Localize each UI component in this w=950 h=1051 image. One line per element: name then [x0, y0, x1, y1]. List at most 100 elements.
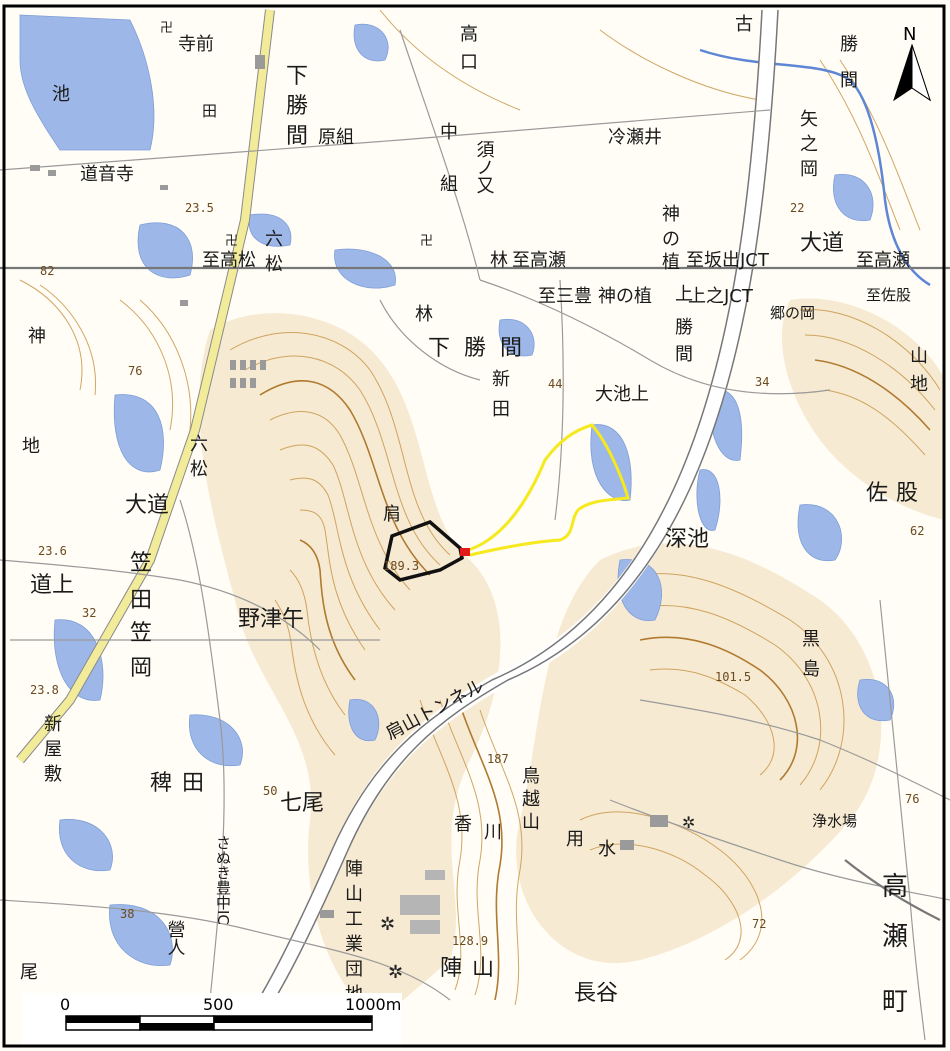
place-kata-1: 肩 [383, 504, 401, 525]
elevation-label: 187 [487, 752, 509, 766]
local-roads [0, 29, 950, 1041]
elevation-label: 23.5 [185, 201, 214, 215]
factory-icon: ✲ [380, 914, 395, 935]
water-treatment-icon: ✲ [682, 813, 695, 832]
place-kami-katsuma-1: 上 [675, 284, 693, 305]
place-den: 田 [202, 102, 217, 120]
place-kami-katsuma-2: 勝 [675, 317, 693, 338]
place-torikoshiyama-2: 越 [522, 789, 540, 810]
place-to-sakaide: 至坂出JCT [686, 250, 770, 271]
place-shinden-1: 新 [492, 369, 510, 390]
scale-segment-black-3 [214, 1016, 372, 1023]
scale-segment-black-2 [140, 1023, 214, 1030]
north-arrow: N [893, 24, 931, 102]
place-chi: 地 [22, 436, 40, 457]
pond-n-4 [248, 213, 292, 247]
pond-large-nw [19, 14, 155, 151]
place-katsuma-ne-1: 勝 [840, 34, 858, 55]
place-torikoshiyama-1: 鳥 [522, 766, 540, 787]
elevation-label: 44 [548, 377, 562, 391]
contour-lines [19, 9, 941, 1006]
place-rokumatsu-2: 松 [265, 254, 283, 275]
temple-icon: 卍 [160, 21, 173, 36]
scale-segment-black-1 [66, 1016, 140, 1023]
place-yamaji-2: 地 [910, 374, 928, 395]
elevation-label: 82 [40, 264, 54, 278]
place-harakumi: 原組 [318, 127, 354, 148]
trailhead-marker [460, 548, 470, 556]
place-kaminoue-2: の [662, 229, 680, 250]
pond-s-1 [348, 698, 380, 742]
place-yanooka-3: 岡 [800, 159, 818, 180]
place-to-takase2: 至高瀬 [856, 250, 910, 271]
scale-bar: 0 500 1000m [22, 993, 402, 1045]
place-nanao: 七尾 [280, 791, 324, 816]
place-gunin: 營人 [165, 920, 186, 956]
pond-e-4 [498, 318, 535, 357]
hiking-route-yellow [461, 423, 630, 557]
place-shinden-2: 田 [492, 399, 510, 420]
place-jinyama-kogyo-2: 山 [345, 884, 363, 905]
place-doonji: 道音寺 [80, 164, 134, 185]
place-torikoshiyama-3: 山 [522, 812, 540, 833]
elevation-label: 23.8 [30, 683, 59, 697]
elevation-label: 50 [263, 784, 277, 798]
place-notsugo: 野津午 [238, 607, 304, 632]
place-shimogoma-2: 勝 [286, 94, 308, 119]
place-o: 尾 [20, 962, 38, 983]
factory-icon: ✲ [388, 962, 403, 983]
place-nagatani: 長谷 [574, 981, 618, 1006]
place-jinyama-kogyo-4: 業 [345, 934, 363, 955]
place-shimogoma-1: 下 [286, 64, 308, 89]
elevation-label: 38 [120, 907, 134, 921]
elevation-label: 128.9 [452, 934, 488, 948]
elevation-labels: 189.3 23.5 76 44 34 22 23.6 32 23.8 50 1… [30, 201, 924, 948]
elevation-label: 72 [752, 917, 766, 931]
elevation-summit: 189.3 [383, 559, 419, 573]
hill-area-west [199, 313, 501, 1020]
place-katsuma-ne-2: 間 [840, 70, 858, 91]
place-naka: 中 [440, 122, 458, 143]
place-rin2: 林 [415, 304, 433, 325]
place-kasada-1: 笠 [130, 551, 152, 576]
place-kumi: 組 [440, 174, 458, 195]
highway-west [16, 9, 274, 763]
place-yanooka-2: 之 [800, 134, 818, 155]
expressway-edge-b [247, 9, 779, 1041]
pond-ne-1 [353, 23, 389, 62]
pond-se-1 [857, 678, 895, 722]
place-kasada-3: 笠 [130, 621, 152, 646]
place-rokumatsu2-2: 松 [190, 459, 208, 480]
place-sashimata: 至佐股 [866, 286, 911, 304]
place-jousuijo: 浄水場 [812, 812, 857, 830]
north-label: N [903, 24, 916, 45]
elevation-label: 62 [910, 524, 924, 538]
map-border [2, 4, 946, 1048]
place-jinyama: 陣山 [440, 956, 504, 981]
place-kami: 神 [28, 326, 46, 347]
place-kagawa-2: 川 [484, 822, 502, 843]
summit-boundary-black [383, 520, 464, 582]
place-sasamata: 佐股 [866, 481, 926, 506]
place-terasaki: 寺前 [178, 34, 214, 55]
place-rokumatsu-1: 六 [265, 229, 283, 250]
river [699, 48, 931, 287]
place-kami-katsuma-3: 間 [675, 344, 693, 365]
place-yamaji-1: 山 [910, 346, 928, 367]
place-reiseii: 冷瀬井 [608, 127, 662, 148]
place-takase-3: 町 [882, 987, 908, 1017]
pond-e-2 [696, 469, 721, 531]
place-shinyashiki-2: 屋 [44, 739, 62, 760]
place-shimogoma-h: 下勝間 [428, 336, 536, 361]
pond-sw-1 [109, 904, 173, 967]
place-kasada-4: 岡 [130, 656, 152, 681]
place-kou: 高 [460, 24, 478, 45]
place-goonooka: 郷の岡 [770, 304, 815, 322]
place-shinyashiki-3: 敷 [44, 764, 62, 785]
pond-w-1 [113, 394, 164, 473]
elevation-label: 76 [905, 792, 919, 806]
place-ooikekami: 大池上 [595, 384, 649, 405]
place-takase-2: 瀬 [882, 922, 908, 952]
place-kaminoue2: 神の植 [598, 286, 652, 307]
place-shimogoma-3: 間 [286, 124, 308, 149]
